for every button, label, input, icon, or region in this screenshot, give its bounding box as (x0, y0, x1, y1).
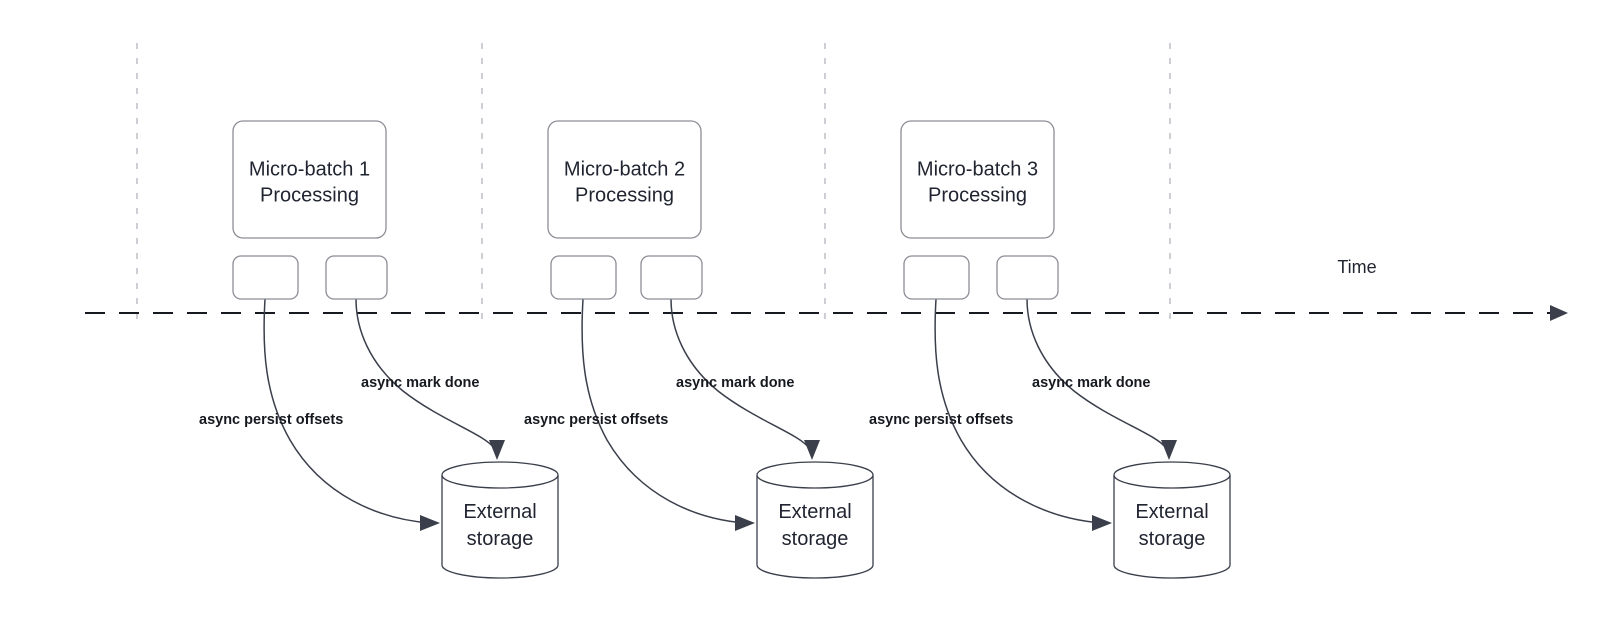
group-1-edge-persist-offsets-arrowhead (420, 515, 440, 531)
group-3-microbatch-label-line2: Processing (928, 185, 1027, 207)
group-1-microbatch-label-line1: Micro-batch 1 (249, 159, 370, 181)
group-2-storage-cylinder-top (756, 461, 874, 489)
group-1-storage-label-line1: External (463, 501, 536, 523)
group-2-edge-mark-done-arrowhead (804, 440, 820, 460)
group-3-edge-persist-offsets-arrowhead (1092, 515, 1112, 531)
group-2-microbatch-label-line2: Processing (575, 185, 674, 207)
group-2-edge-persist-offsets (581, 298, 746, 524)
timeline-arrowhead (1550, 305, 1568, 321)
group-1-edge-mark-done (355, 298, 495, 449)
group-2-task-box-mark[interactable] (640, 255, 703, 300)
group-2-edge-persist-offsets-label: async persist offsets (524, 412, 668, 428)
group-2-storage-cylinder-body[interactable] (756, 475, 874, 579)
group-3-storage-label-line2: storage (1139, 528, 1206, 550)
group-2-edge-mark-done-label: async mark done (676, 375, 794, 391)
group-3-microbatch-label-line1: Micro-batch 3 (917, 159, 1038, 181)
group-3-edge-mark-done (1026, 298, 1167, 449)
group-3-edge-persist-offsets-label: async persist offsets (869, 412, 1013, 428)
group-3-storage-label-line1: External (1135, 501, 1208, 523)
time-axis-label: Time (1337, 257, 1376, 277)
edge-labels-layer: async persist offsets async mark done asyn… (199, 375, 1150, 428)
group-2-storage-label-line1: External (778, 501, 851, 523)
group-3-storage-cylinder-body[interactable] (1113, 475, 1231, 579)
group-2-task-box-persist[interactable] (550, 255, 617, 300)
group-2-edge-persist-offsets-arrowhead (735, 515, 755, 531)
group-2-edge-mark-done (670, 298, 810, 449)
timeline-layer (85, 305, 1568, 321)
axis-label-layer: Time (1337, 257, 1376, 277)
group-1-task-box-mark[interactable] (325, 255, 388, 300)
divider-lines-layer (136, 43, 1171, 320)
group-3-task-box-mark[interactable] (996, 255, 1059, 300)
group-2-microbatch-box[interactable] (547, 120, 702, 239)
group-1-microbatch-label-line2: Processing (260, 185, 359, 207)
group-3-microbatch-box[interactable] (900, 120, 1055, 239)
group-3-edge-mark-done-label: async mark done (1032, 375, 1150, 391)
group-1-edge-persist-offsets-label: async persist offsets (199, 412, 343, 428)
group-1-storage-cylinder-body[interactable] (441, 475, 559, 579)
group-3-task-box-persist[interactable] (903, 255, 970, 300)
group-1-storage-cylinder-top (441, 461, 559, 489)
flow-edges-layer (263, 298, 1177, 531)
group-1-edge-mark-done-arrowhead (489, 440, 505, 460)
group-1-storage-label-line2: storage (467, 528, 534, 550)
group-1-task-box-persist[interactable] (232, 255, 299, 300)
group-2-microbatch-label-line1: Micro-batch 2 (564, 159, 685, 181)
group-1-edge-mark-done-label: async mark done (361, 375, 479, 391)
group-1-edge-persist-offsets (263, 298, 431, 524)
group-3-storage-cylinder-top (1113, 461, 1231, 489)
group-1-microbatch-box[interactable] (232, 120, 387, 239)
group-2-storage-label-line2: storage (782, 528, 849, 550)
group-3-edge-persist-offsets (934, 298, 1103, 524)
group-3-edge-mark-done-arrowhead (1161, 440, 1177, 460)
